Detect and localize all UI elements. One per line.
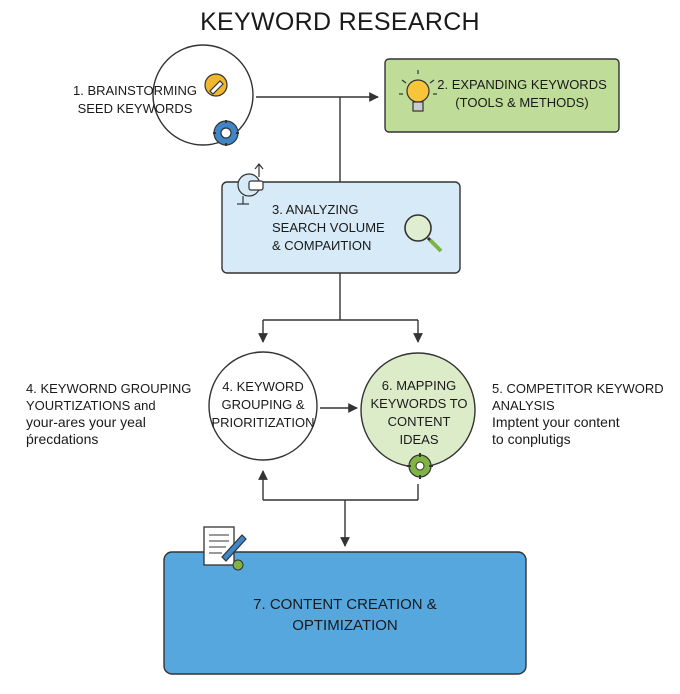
node-7-label: 7. CONTENT CREATION & OPTIMIZATION bbox=[253, 596, 437, 634]
node-1-circle bbox=[152, 44, 254, 146]
node-4-label: 4. KEYWORD GROUPING & PRIORITIZATION bbox=[211, 379, 315, 430]
node-1-label: 1. BRAINSTORMING SEED KEYWORDS bbox=[72, 83, 197, 116]
magnifier-icon bbox=[404, 214, 443, 253]
gear-icon bbox=[213, 120, 239, 146]
pencil-icon bbox=[204, 73, 228, 97]
node-2-box bbox=[384, 58, 620, 133]
document-pen-icon bbox=[203, 526, 247, 571]
gear-check-icon bbox=[407, 453, 433, 479]
node-3-label: 3. ANALYZING SEARCH VOLUME & COMPAИTION bbox=[272, 202, 385, 253]
node-6-label: 6. MAPPING KEYWORDS TO CONTENT IDEAS bbox=[370, 378, 468, 447]
lightbulb-icon bbox=[399, 70, 437, 112]
connectors bbox=[256, 92, 423, 547]
node-7-box bbox=[163, 551, 527, 675]
right-note: 5. COMPETITOR KEYWORD ANALYSIS Imptent y… bbox=[492, 381, 664, 447]
node-2-label: 2. EXPANDING KEYWORDS (TOOLS & METHODS) bbox=[437, 77, 607, 110]
lightbulb-upload-icon bbox=[237, 163, 264, 205]
node-4-circle bbox=[208, 351, 318, 461]
diagram-title: KEYWORD RESEARCH bbox=[200, 8, 480, 36]
node-3-box bbox=[221, 181, 461, 274]
left-note: 4. KEYWORND GROUPING YOURTIZATIONS and y… bbox=[26, 381, 192, 447]
